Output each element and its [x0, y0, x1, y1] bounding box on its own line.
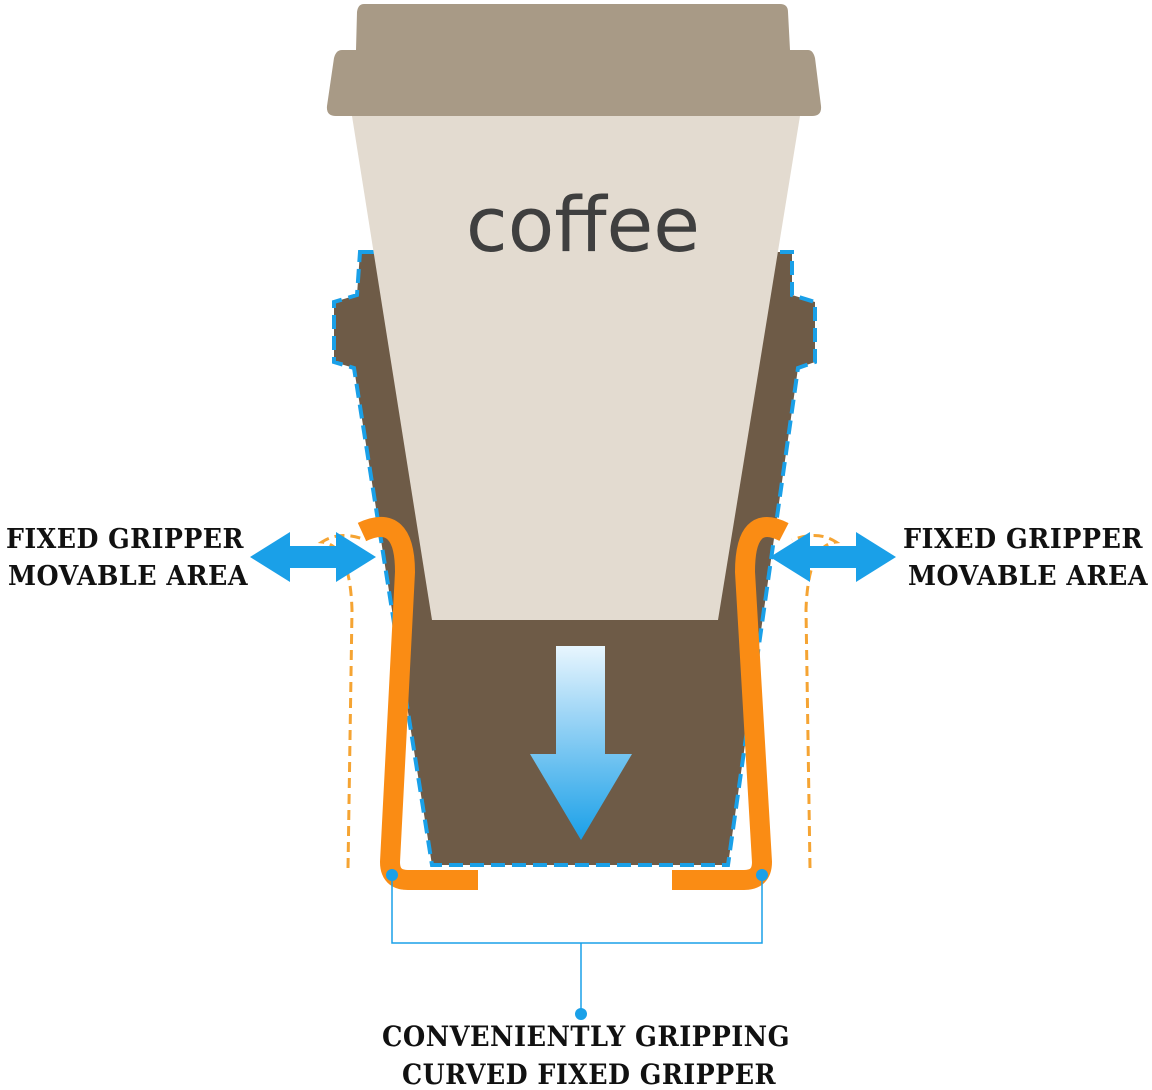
- left-gripper-dot: [386, 869, 398, 881]
- cup-body: [352, 116, 800, 620]
- left-label-line2: MOVABLE AREA: [8, 561, 249, 592]
- holder-dashed-outline: [332, 250, 817, 867]
- lid-rim: [326, 50, 822, 116]
- left-double-arrow-icon: [250, 532, 376, 582]
- right-label: FIXED GRIPPER MOVABLE AREA: [903, 524, 1149, 592]
- left-gripper: [357, 517, 478, 890]
- bottom-label-line2: CURVED FIXED GRIPPER: [402, 1058, 776, 1090]
- bottom-label: CONVENIENTLY GRIPPING CURVED FIXED GRIPP…: [382, 1020, 790, 1090]
- right-label-line2: MOVABLE AREA: [908, 561, 1149, 592]
- cup-lid: [326, 4, 822, 116]
- left-label-line1: FIXED GRIPPER: [6, 524, 244, 555]
- right-label-line1: FIXED GRIPPER: [903, 524, 1143, 555]
- right-gripper-range-outline: [791, 534, 841, 869]
- curved-grippers: [357, 517, 789, 890]
- left-label: FIXED GRIPPER MOVABLE AREA: [6, 524, 249, 592]
- down-arrow-icon: [530, 646, 632, 840]
- right-gripper: [672, 517, 789, 890]
- bottom-label-line1: CONVENIENTLY GRIPPING: [382, 1020, 790, 1053]
- coffee-cup: coffee: [326, 4, 822, 620]
- cup-label: coffee: [466, 180, 700, 269]
- gripper-bracket: [386, 869, 768, 1020]
- left-gripper-range-outline: [317, 534, 367, 869]
- gripper-range-outlines: [317, 534, 841, 869]
- label-anchor-dot: [575, 1008, 587, 1020]
- lid-top: [356, 4, 790, 50]
- right-gripper-dot: [756, 869, 768, 881]
- right-double-arrow-icon: [770, 532, 896, 582]
